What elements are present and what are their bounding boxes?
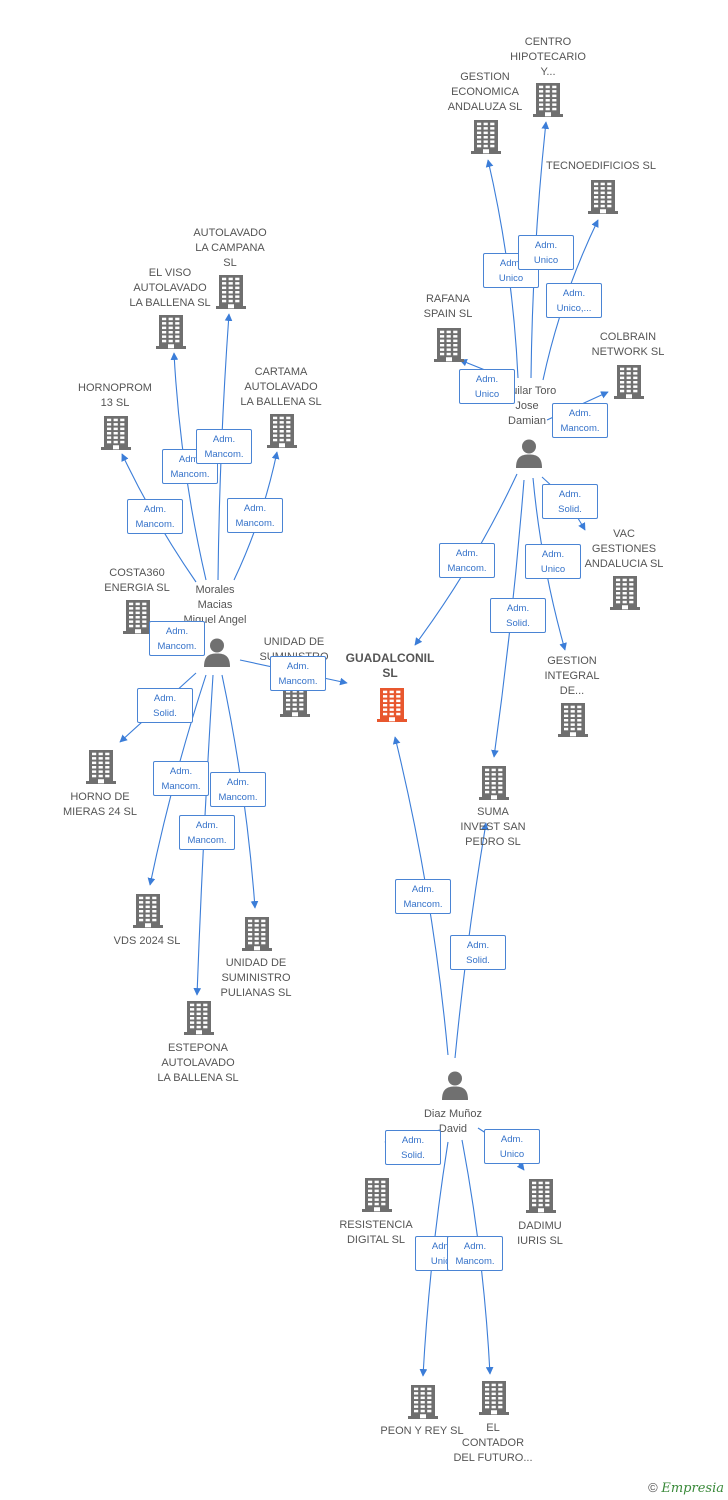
building-icon[interactable] xyxy=(86,750,116,789)
role-badge[interactable]: Adm. Mancom. xyxy=(270,656,326,691)
node-label-estepona[interactable]: ESTEPONA AUTOLAVADO LA BALLENA SL xyxy=(157,1042,239,1084)
node-label-hornoprom[interactable]: HORNOPROM 13 SL xyxy=(78,382,152,409)
role-badge[interactable]: Adm. Mancom. xyxy=(196,429,252,464)
node-label-dadimu[interactable]: DADIMU IURIS SL xyxy=(517,1220,563,1247)
role-badge[interactable]: Adm. Unico xyxy=(525,544,581,579)
role-badge[interactable]: Adm. Mancom. xyxy=(179,815,235,850)
node-label-contador[interactable]: EL CONTADOR DEL FUTURO... xyxy=(453,1422,533,1464)
role-badge[interactable]: Adm. Solid. xyxy=(542,484,598,519)
role-badge[interactable]: Adm. Mancom. xyxy=(149,621,205,656)
role-badge[interactable]: Adm. Mancom. xyxy=(552,403,608,438)
building-icon[interactable] xyxy=(267,414,297,453)
role-badge[interactable]: Adm. Unico,... xyxy=(546,283,602,318)
role-badge[interactable]: Adm. Mancom. xyxy=(153,761,209,796)
node-label-autolav-campana[interactable]: AUTOLAVADO LA CAMPANA SL xyxy=(193,227,267,269)
node-label-vds[interactable]: VDS 2024 SL xyxy=(113,935,181,947)
building-icon[interactable] xyxy=(434,328,464,367)
node-label-cartama[interactable]: CARTAMA AUTOLAVADO LA BALLENA SL xyxy=(240,366,322,408)
node-label-colbrain[interactable]: COLBRAIN NETWORK SL xyxy=(591,331,665,358)
person-icon[interactable] xyxy=(202,637,232,672)
node-label-rafana[interactable]: RAFANA SPAIN SL xyxy=(423,293,473,320)
building-icon[interactable] xyxy=(123,600,153,639)
node-label-diaz[interactable]: Diaz Muñoz David xyxy=(423,1108,483,1135)
footer-brand: © Empresia xyxy=(648,1480,724,1496)
node-label-elviso[interactable]: EL VISO AUTOLAVADO LA BALLENA SL xyxy=(129,267,211,309)
building-icon[interactable] xyxy=(588,180,618,219)
node-label-gestion-int[interactable]: GESTION INTEGRAL DE... xyxy=(544,655,600,697)
role-badge[interactable]: Adm. Solid. xyxy=(137,688,193,723)
role-badge[interactable]: Adm. Unico xyxy=(459,369,515,404)
building-icon[interactable] xyxy=(479,1381,509,1420)
node-label-morales[interactable]: Morales Macias Miguel Angel xyxy=(183,584,247,626)
building-icon[interactable] xyxy=(101,416,131,455)
node-label-gestion-eco[interactable]: GESTION ECONOMICA ANDALUZA SL xyxy=(447,71,523,113)
node-label-resistencia[interactable]: RESISTENCIA DIGITAL SL xyxy=(339,1219,413,1246)
node-label-vac[interactable]: VAC GESTIONES ANDALUCIA SL xyxy=(584,528,664,570)
building-icon[interactable] xyxy=(184,1001,214,1040)
building-icon[interactable] xyxy=(533,83,563,122)
role-badge[interactable]: Adm. Solid. xyxy=(385,1130,441,1165)
brand-logo: Empresia xyxy=(661,1481,724,1496)
building-icon[interactable] xyxy=(156,315,186,354)
building-icon[interactable] xyxy=(408,1385,438,1424)
building-icon[interactable] xyxy=(216,275,246,314)
node-label-horno-mieras[interactable]: HORNO DE MIERAS 24 SL xyxy=(63,791,137,818)
building-icon[interactable] xyxy=(614,365,644,404)
building-icon[interactable] xyxy=(242,917,272,956)
building-icon[interactable] xyxy=(362,1178,392,1217)
building-icon[interactable] xyxy=(558,703,588,742)
node-label-peon[interactable]: PEON Y REY SL xyxy=(380,1425,464,1437)
role-badge[interactable]: Adm. Mancom. xyxy=(447,1236,503,1271)
role-badge[interactable]: Adm. Solid. xyxy=(490,598,546,633)
building-icon[interactable] xyxy=(471,120,501,159)
role-badge[interactable]: Adm. Mancom. xyxy=(227,498,283,533)
building-icon[interactable] xyxy=(610,576,640,615)
building-icon[interactable] xyxy=(526,1179,556,1218)
node-label-centro[interactable]: CENTRO HIPOTECARIO Y... xyxy=(510,36,586,78)
role-badge[interactable]: Adm. Unico xyxy=(483,253,539,288)
copyright-icon: © xyxy=(648,1480,658,1495)
role-badge[interactable]: Adm. Solid. xyxy=(450,935,506,970)
role-badge[interactable]: Adm. Unico xyxy=(484,1129,540,1164)
building-icon[interactable] xyxy=(479,766,509,805)
role-badge[interactable]: Adm. Unico xyxy=(518,235,574,270)
node-label-unidad-pul[interactable]: UNIDAD DE SUMINISTRO PULIANAS SL xyxy=(220,957,292,999)
node-label-tecnoed[interactable]: TECNOEDIFICIOS SL xyxy=(545,160,657,172)
person-icon[interactable] xyxy=(514,438,544,473)
node-label-costa360[interactable]: COSTA360 ENERGIA SL xyxy=(104,567,170,594)
role-badge[interactable]: Adm. Mancom. xyxy=(210,772,266,807)
person-icon[interactable] xyxy=(440,1070,470,1105)
center-building-icon[interactable] xyxy=(377,688,407,727)
building-icon[interactable] xyxy=(133,894,163,933)
role-badge[interactable]: Adm. Mancom. xyxy=(127,499,183,534)
role-badge[interactable]: Adm. Mancom. xyxy=(439,543,495,578)
center-company-label[interactable]: GUADALCONIL SL xyxy=(345,651,435,680)
role-badge[interactable]: Adm. Mancom. xyxy=(395,879,451,914)
node-label-suma[interactable]: SUMA INVEST SAN PEDRO SL xyxy=(460,806,526,848)
